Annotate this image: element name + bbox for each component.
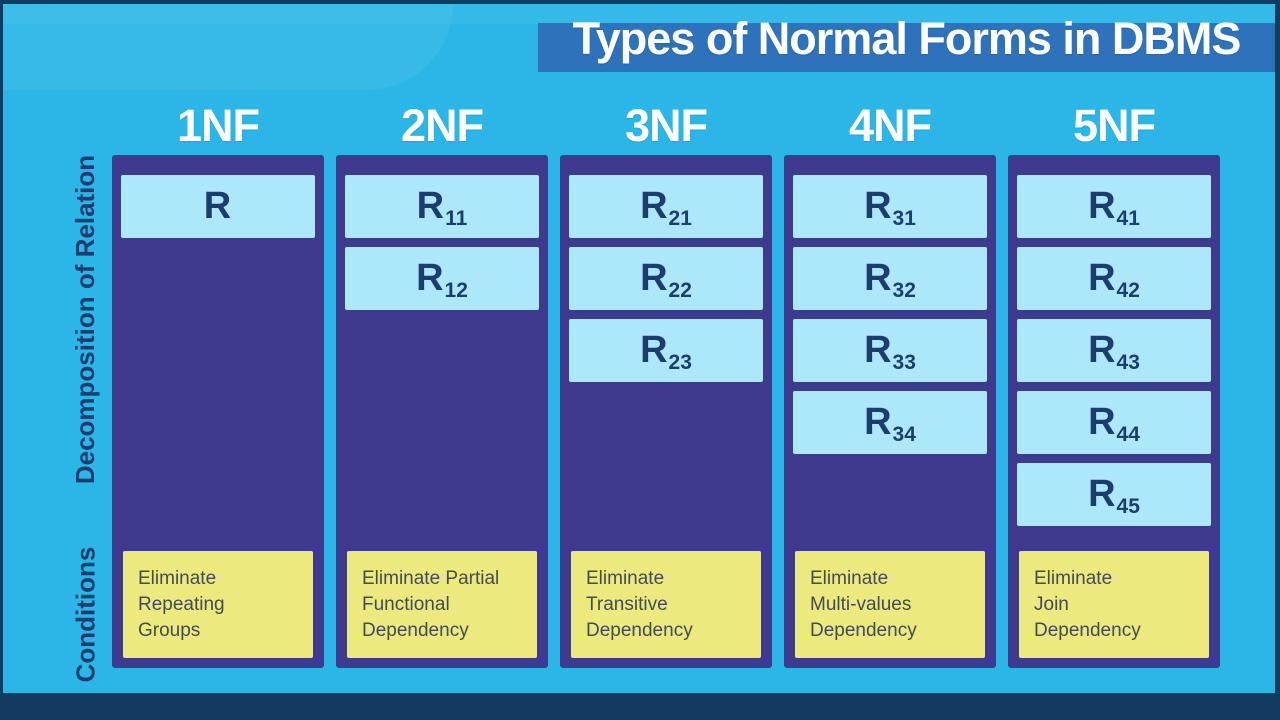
condition-line: Eliminate Partial — [362, 568, 500, 589]
column-header-5nf: 5NF — [1072, 100, 1156, 151]
condition-line: Repeating — [138, 594, 225, 615]
relation-subscript: 23 — [668, 350, 692, 374]
background-highlight-blob — [3, 4, 453, 90]
side-label-decomposition-wrap: Decomposition of Relation — [56, 152, 116, 487]
relation-subscript: 42 — [1116, 278, 1140, 302]
side-label-conditions: Conditions — [70, 546, 101, 683]
condition-line: Groups — [138, 620, 201, 641]
column-header-2nf: 2NF — [400, 100, 484, 151]
relation-label: R — [864, 401, 892, 443]
relation-label: R — [640, 257, 668, 299]
condition-box-2nf: Eliminate Partial Functional Dependency — [347, 551, 537, 658]
condition-line: Dependency — [362, 620, 469, 641]
title-banner: Types of Normal Forms in DBMS — [538, 13, 1275, 72]
relation-subscript: 34 — [892, 422, 916, 446]
condition-line: Join — [1034, 594, 1069, 615]
relation-subscript: 44 — [1116, 422, 1140, 446]
condition-line: Functional — [362, 594, 450, 615]
relation-subscript: 21 — [668, 206, 692, 230]
relation-subscript: 31 — [892, 206, 916, 230]
relation-subscript: 11 — [445, 206, 468, 230]
relation-subscript: 45 — [1116, 494, 1140, 518]
column-header-3nf: 3NF — [624, 100, 708, 151]
condition-line: Transitive — [586, 594, 668, 615]
condition-line: Eliminate — [586, 568, 665, 589]
relation-subscript: 41 — [1116, 206, 1140, 230]
column-header-1nf: 1NF — [176, 100, 260, 151]
condition-box-1nf: Eliminate Repeating Groups — [123, 551, 313, 658]
relation-label: R — [1088, 257, 1116, 299]
relation-label: R — [640, 329, 668, 371]
side-label-conditions-wrap: Conditions — [56, 532, 116, 697]
relation-label: R — [416, 185, 445, 227]
relation-subscript: 33 — [892, 350, 916, 374]
relation-subscript: 43 — [1116, 350, 1140, 374]
relation-label: R — [1088, 329, 1116, 371]
relation-label: R — [1088, 473, 1116, 515]
relation-label: R — [416, 257, 444, 299]
condition-line: Eliminate — [138, 568, 217, 589]
relation-label: R — [1088, 185, 1116, 227]
condition-box-3nf: Eliminate Transitive Dependency — [571, 551, 761, 658]
condition-line: Eliminate — [810, 568, 889, 589]
relation-subscript: 32 — [892, 278, 916, 302]
relation-subscript: 22 — [668, 278, 692, 302]
relation-label: R — [864, 185, 892, 227]
condition-line: Dependency — [586, 620, 693, 641]
background-highlight-strip — [3, 4, 1275, 24]
bottom-navy-band — [0, 693, 1280, 720]
condition-box-4nf: Eliminate Multi-values Dependency — [795, 551, 985, 658]
relation-label: R — [1088, 401, 1116, 443]
relation-label: R — [864, 329, 892, 371]
column-1nf: 1NF R Eliminate Repeating Groups — [112, 100, 324, 668]
side-label-decomposition: Decomposition of Relation — [70, 154, 101, 485]
relation-label: R — [864, 257, 892, 299]
relation-subscript: 12 — [444, 278, 468, 302]
relation-box: R — [121, 175, 315, 238]
condition-line: Eliminate — [1034, 568, 1113, 589]
condition-line: Dependency — [1034, 620, 1141, 641]
relation-label: R — [203, 185, 232, 227]
column-panel-1nf: R Eliminate Repeating Groups — [112, 155, 324, 668]
condition-box-5nf: Eliminate Join Dependency — [1019, 551, 1209, 658]
condition-line: Dependency — [810, 620, 917, 641]
condition-line: Multi-values — [810, 594, 912, 615]
relation-label: R — [640, 185, 668, 227]
column-header-4nf: 4NF — [848, 100, 932, 151]
page-title: Types of Normal Forms in DBMS — [572, 12, 1242, 64]
